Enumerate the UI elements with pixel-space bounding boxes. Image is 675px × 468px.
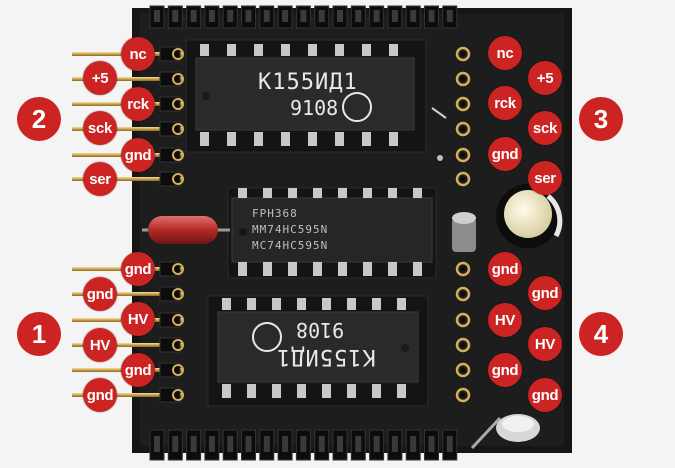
capacitor-electrolytic — [496, 184, 563, 248]
connector-1-number: 1 — [17, 312, 61, 356]
component-bottom-right — [470, 414, 540, 450]
c3-pin-3-label: rck — [488, 86, 522, 120]
connector-4-number: 4 — [579, 312, 623, 356]
c2-pin-2-label: +5 — [83, 61, 117, 95]
c4-pin-5-label: gnd — [488, 353, 522, 387]
ic-top — [185, 39, 427, 153]
chip-top-line2: 9108 — [290, 96, 339, 120]
right-pin-holes — [455, 46, 471, 403]
c2-pin-6-label: ser — [83, 162, 117, 196]
chip-bot-line1: 9108 — [296, 318, 345, 342]
ic-middle — [227, 187, 437, 279]
c4-pin-3-label: HV — [488, 303, 522, 337]
c4-pin-6-label: gnd — [528, 378, 562, 412]
c4-pin-2-label: gnd — [528, 276, 562, 310]
c1-pin-5-label: gnd — [121, 353, 155, 387]
ic-legs — [200, 44, 422, 398]
c2-pin-4-label: sck — [83, 111, 117, 145]
c1-pin-4-label: HV — [83, 328, 117, 362]
chip-mid-line1: FPH368 — [252, 207, 298, 220]
top-edge-header — [149, 5, 458, 29]
c1-pin-3-label: HV — [121, 302, 155, 336]
c2-pin-5-label: gnd — [121, 138, 155, 172]
chip-mid-line3: MC74HC595N — [252, 239, 329, 252]
c3-pin-5-label: gnd — [488, 137, 522, 171]
c3-pin-6-label: ser — [528, 161, 562, 195]
c2-pin-3-label: rck — [121, 87, 155, 121]
c4-pin-4-label: HV — [528, 327, 562, 361]
c3-pin-2-label: +5 — [528, 61, 562, 95]
bottom-edge-header — [149, 429, 458, 461]
chip-mid-line2: MM74HC595N — [252, 223, 329, 236]
chip-top-line1: К155ИД1 — [258, 70, 358, 95]
capacitor-red — [142, 216, 230, 244]
c1-pin-1-label: gnd — [121, 252, 155, 286]
c4-pin-1-label: gnd — [488, 252, 522, 286]
chip-top-logo-icon — [342, 92, 372, 122]
transistor-gray — [452, 212, 476, 252]
c1-pin-6-label: gnd — [83, 378, 117, 412]
c3-pin-4-label: sck — [528, 111, 562, 145]
c2-pin-1-label: nc — [121, 37, 155, 71]
c3-pin-1-label: nc — [488, 36, 522, 70]
chip-bottom-logo-icon — [252, 322, 282, 352]
chip-bot-line2: К155ИД1 — [276, 344, 376, 369]
c1-pin-2-label: gnd — [83, 277, 117, 311]
connector-3-number: 3 — [579, 97, 623, 141]
connector-2-number: 2 — [17, 97, 61, 141]
ic-bottom — [207, 295, 429, 407]
